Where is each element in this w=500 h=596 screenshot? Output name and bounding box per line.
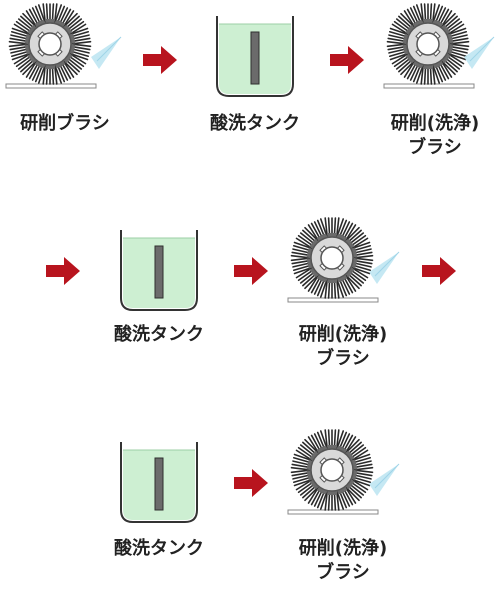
bristle-tuft xyxy=(431,4,453,30)
label-rinse-brush-2-line2: ブラシ xyxy=(316,348,370,369)
bristle-tuft xyxy=(343,438,369,463)
bristle-tuft xyxy=(295,265,321,290)
flow-arrow-3 xyxy=(46,257,80,285)
bristle-tuft xyxy=(25,4,47,30)
conveyor-base xyxy=(287,509,379,515)
bristle-tuft xyxy=(343,477,369,502)
conveyor-base xyxy=(383,83,475,89)
label-pickling-tank-1: 酸洗タンク xyxy=(185,112,325,136)
pickling-tank-3 xyxy=(117,440,201,524)
label-rinse-brush-1-line2: ブラシ xyxy=(408,137,462,158)
spray-3 xyxy=(363,250,403,290)
bristle-tuft xyxy=(335,484,357,510)
bristle-tuft xyxy=(420,3,436,25)
bristle-tuft xyxy=(324,277,340,299)
flow-arrow-4 xyxy=(234,257,268,285)
bristle-tuft xyxy=(61,12,87,37)
bristle-tuft xyxy=(295,226,321,251)
arrow-shape xyxy=(234,469,268,497)
brush-roller-3 xyxy=(282,214,382,306)
bristle-tuft xyxy=(403,58,425,84)
flow-arrow-6 xyxy=(234,469,268,497)
bristle-tuft xyxy=(343,226,369,251)
bristle-tuft xyxy=(343,265,369,290)
bristle-tuft xyxy=(53,4,75,30)
brush-roller-2 xyxy=(378,0,478,92)
bristle-tuft xyxy=(307,218,329,244)
label-rinse-brush-3-line2: ブラシ xyxy=(316,562,370,583)
bristle-tuft xyxy=(439,51,465,76)
arrow-shape xyxy=(234,257,268,285)
bristle-tuft xyxy=(42,3,58,25)
immersed-part xyxy=(250,31,260,85)
label-rinse-brush-1-line1: 研削(洗浄) xyxy=(390,113,480,134)
bristle-tuft xyxy=(13,12,39,37)
label-rinse-brush-2: 研削(洗浄) ブラシ xyxy=(278,323,408,371)
roller-axle xyxy=(320,246,344,270)
bristle-tuft xyxy=(431,58,453,84)
bristle-tuft xyxy=(439,12,465,37)
label-rinse-brush-1: 研削(洗浄) ブラシ xyxy=(370,112,500,160)
bristle-tuft xyxy=(61,51,87,76)
immersed-part xyxy=(154,245,164,299)
conveyor-base xyxy=(5,83,97,89)
bristle-tuft xyxy=(391,12,417,37)
bristle-tuft xyxy=(295,438,321,463)
label-pickling-tank-3: 酸洗タンク xyxy=(89,537,229,561)
arrow-shape xyxy=(422,257,456,285)
brush-roller-4 xyxy=(282,426,382,518)
label-pickling-tank-2: 酸洗タンク xyxy=(89,323,229,347)
label-rinse-brush-2-line1: 研削(洗浄) xyxy=(298,324,388,345)
immersed-part xyxy=(154,457,164,511)
label-pickling-tank-1-text: 酸洗タンク xyxy=(210,113,300,134)
arrow-shape xyxy=(46,257,80,285)
bristle-tuft xyxy=(25,58,47,84)
label-grinding-brush-text: 研削ブラシ xyxy=(20,113,110,134)
brush-roller-1 xyxy=(0,0,100,92)
arrow-shape xyxy=(330,46,364,74)
bristle-tuft xyxy=(13,51,39,76)
label-rinse-brush-3: 研削(洗浄) ブラシ xyxy=(278,537,408,585)
pickling-tank-1 xyxy=(213,14,297,98)
bristle-tuft xyxy=(391,51,417,76)
bristle-tuft xyxy=(42,63,58,85)
bristle-tuft xyxy=(290,453,315,471)
conveyor-base xyxy=(287,297,379,303)
pickling-tank-2 xyxy=(117,228,201,312)
label-grinding-brush: 研削ブラシ xyxy=(0,112,130,136)
label-pickling-tank-3-text: 酸洗タンク xyxy=(114,538,204,559)
flow-arrow-2 xyxy=(330,46,364,74)
tank-wall xyxy=(120,442,198,523)
roller-axle xyxy=(320,458,344,482)
tank-wall xyxy=(120,230,198,311)
spray-2 xyxy=(458,35,498,75)
roller-axle xyxy=(38,32,62,56)
bristle-tuft xyxy=(295,477,321,502)
spray-1 xyxy=(85,35,125,75)
flow-arrow-5 xyxy=(422,257,456,285)
flow-arrow-1 xyxy=(143,46,177,74)
roller-axle xyxy=(416,32,440,56)
label-rinse-brush-3-line1: 研削(洗浄) xyxy=(298,538,388,559)
tank-wall xyxy=(216,16,294,97)
arrow-shape xyxy=(143,46,177,74)
label-pickling-tank-2-text: 酸洗タンク xyxy=(114,324,204,345)
bristle-tuft xyxy=(445,27,470,45)
spray-4 xyxy=(363,462,403,502)
